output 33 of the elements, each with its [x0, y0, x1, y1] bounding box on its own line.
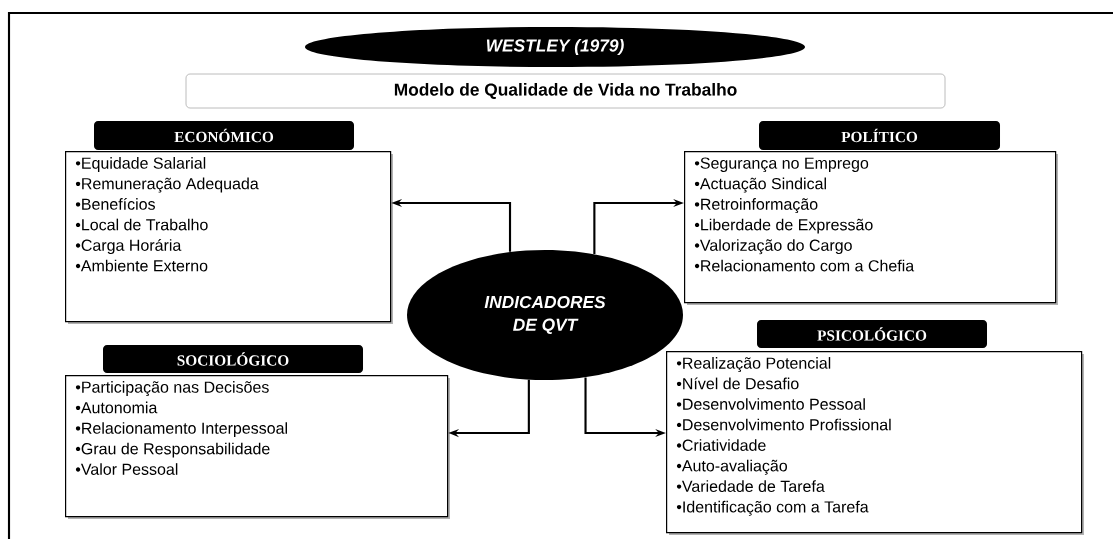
node-label: •Actuação Sindical — [694, 177, 826, 193]
node-label: •Valor Pessoal — [75, 463, 178, 475]
node-label: •Criatividade — [676, 439, 766, 451]
node-label: •Autonomia — [75, 401, 158, 414]
list-box: •Segurança no Emprego •Actuação Sindical •Retroinformação •Liberdade de Expressão •Valorização do Cargo •Relacionamento com a Chefia — [684, 151, 1058, 305]
node-label: •Ambiente Externo — [75, 259, 208, 272]
node-label: •Relacionamento Interpessoal — [75, 422, 287, 438]
node-label: •Local de Trabalho — [75, 218, 208, 231]
node-label: •Benefícios — [75, 197, 155, 210]
node-label: •Desenvolvimento Profissional — [676, 418, 891, 431]
node-label: •Identificação com a Tarefa — [676, 500, 869, 516]
list-box: •Realização Potencial •Nível de Desafio •Desenvolvimento Pessoal •Desenvolvimento Profissional •Criatividade •Auto-avaliação •Variedade de Tarefa •Identificação com a Tarefa — [666, 351, 1084, 535]
node-label: •Retroinformação — [694, 198, 818, 214]
node-label: •Participação nas Decisões — [75, 381, 269, 397]
node-label: •Carga Horária — [75, 239, 182, 255]
node-label: •Grau de Responsabilidade — [75, 442, 270, 458]
heading-tab: POLÍTICO — [759, 121, 1000, 150]
node-label: •Equidade Salarial — [75, 157, 206, 172]
node-label: •Desenvolvimento Pessoal — [676, 398, 865, 410]
node-label: •Liberdade de Expressão — [694, 218, 873, 234]
node-label: •Remuneração Adequada — [75, 177, 259, 193]
node-label: •Segurança no Emprego — [694, 157, 869, 173]
heading-tab: PSICOLÓGICO — [757, 320, 987, 348]
heading-box: Modelo de Qualidade de Vida no Trabalho — [185, 73, 946, 109]
node-label: •Nível de Desafio — [676, 377, 799, 390]
node-label: •Auto-avaliação — [676, 459, 788, 475]
list-box: •Participação nas Decisões •Autonomia •Relacionamento Interpessoal •Grau de Responsabilidade •Valor Pessoal — [65, 375, 450, 519]
heading-tab: SOCIOLÓGICO — [103, 345, 363, 373]
list-box: •Equidade Salarial •Remuneração Adequada •Benefícios •Local de Trabalho •Carga Horária •Ambiente Externo — [65, 151, 393, 324]
node-label: •Valorização do Cargo — [694, 239, 852, 255]
node-label: •Relacionamento com a Chefia — [694, 259, 915, 272]
heading-tab: ECONÓMICO — [94, 121, 354, 150]
node-label: •Variedade de Tarefa — [676, 480, 825, 492]
